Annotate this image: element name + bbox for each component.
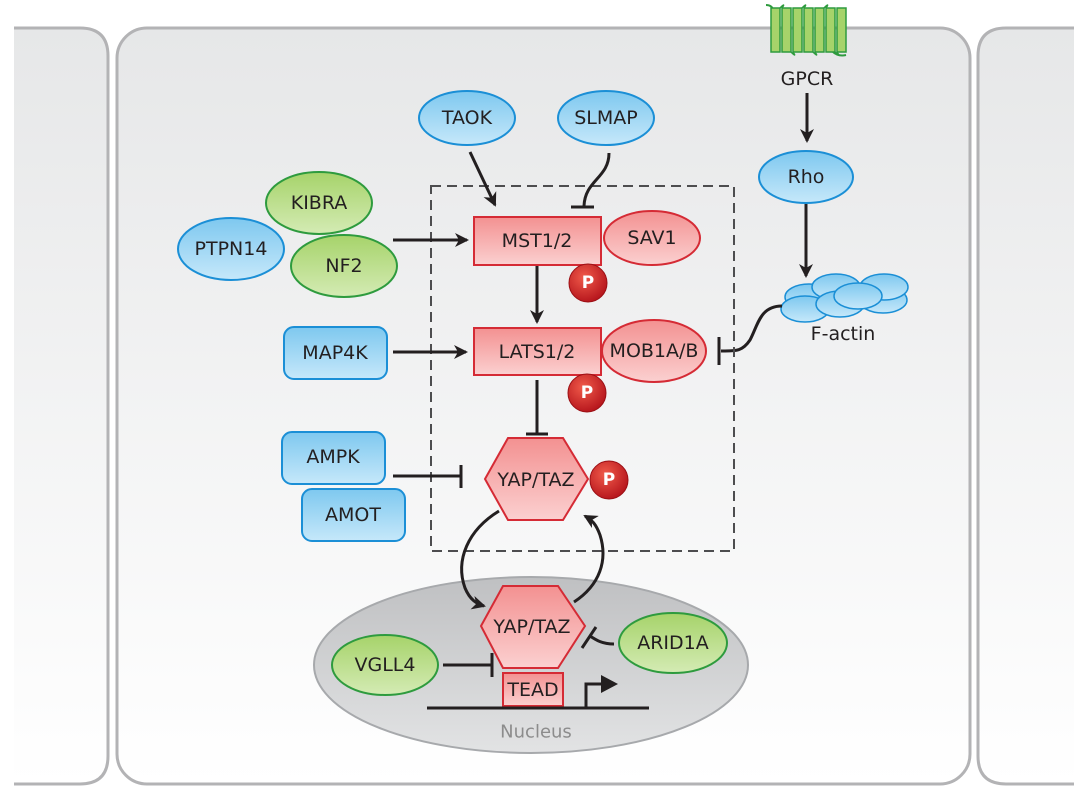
gpcr-receptor-icon (765, 4, 847, 57)
edge-yap-export (573, 514, 605, 604)
node-mob1[interactable]: MOB1A/B (601, 319, 707, 383)
node-lats[interactable]: LATS1/2 (473, 327, 602, 376)
transcription-start-icon (584, 675, 618, 708)
edge-arid1a-yap-bar (580, 626, 598, 649)
taok-label: TAOK (441, 107, 493, 129)
node-rho[interactable]: Rho (758, 150, 854, 204)
edge-factin-mob1 (720, 304, 783, 353)
phospho-mst-label: P (582, 273, 594, 293)
node-tead[interactable]: TEAD (502, 672, 564, 707)
node-kibra[interactable]: KIBRA (265, 171, 373, 235)
node-factin[interactable]: F-actin (780, 273, 909, 345)
phospho-lats: P (567, 373, 607, 413)
edge-taok-mst (468, 151, 497, 207)
sav1-label: SAV1 (627, 227, 676, 249)
cell-right (976, 26, 1074, 786)
factin-label: F-actin (811, 323, 876, 345)
node-yaptaz-nucleus[interactable]: YAP/TAZ (479, 585, 587, 669)
node-taok[interactable]: TAOK (418, 90, 516, 146)
node-mst[interactable]: MST1/2 (473, 216, 602, 266)
hippo-core-box (430, 185, 735, 552)
gpcr-label: GPCR (781, 68, 834, 90)
node-yaptaz-cytoplasm[interactable]: YAP/TAZ (483, 437, 590, 521)
arid1a-label: ARID1A (637, 632, 709, 654)
vgll4-label: VGLL4 (355, 654, 416, 676)
node-slmap[interactable]: SLMAP (557, 90, 655, 146)
rho-label: Rho (788, 166, 825, 188)
tead-label: TEAD (506, 679, 558, 701)
yaptaz-cytoplasm-label: YAP/TAZ (496, 469, 574, 491)
phospho-yaptaz-label: P (603, 470, 615, 490)
kibra-label: KIBRA (291, 192, 348, 214)
node-ptpn14[interactable]: PTPN14 (177, 217, 285, 281)
phospho-mst: P (568, 263, 608, 303)
factin-filament-icon (780, 273, 909, 323)
nf2-label: NF2 (325, 255, 362, 277)
lats-label: LATS1/2 (499, 341, 576, 363)
ptpn14-label: PTPN14 (195, 238, 268, 260)
nucleus-label: Nucleus (500, 722, 572, 743)
node-nf2[interactable]: NF2 (290, 234, 398, 298)
yaptaz-nucleus-label: YAP/TAZ (492, 616, 570, 638)
node-sav1[interactable]: SAV1 (603, 210, 701, 266)
edge-arid1a-yap (589, 634, 615, 646)
map4k-label: MAP4K (302, 342, 368, 364)
node-map4k[interactable]: MAP4K (283, 326, 388, 380)
mob1-label: MOB1A/B (610, 340, 699, 362)
slmap-label: SLMAP (574, 107, 638, 129)
edge-slmap-mst (582, 152, 611, 207)
phospho-yaptaz: P (589, 460, 629, 500)
ampk-label: AMPK (306, 446, 360, 468)
node-ampk[interactable]: AMPK (281, 431, 386, 485)
cell-left (14, 26, 110, 786)
node-arid1a[interactable]: ARID1A (618, 612, 728, 674)
node-vgll4[interactable]: VGLL4 (331, 634, 439, 696)
amot-label: AMOT (325, 504, 381, 526)
edge-yap-import (460, 509, 500, 610)
phospho-lats-label: P (581, 383, 593, 403)
node-amot[interactable]: AMOT (301, 488, 406, 542)
mst-label: MST1/2 (502, 230, 573, 252)
